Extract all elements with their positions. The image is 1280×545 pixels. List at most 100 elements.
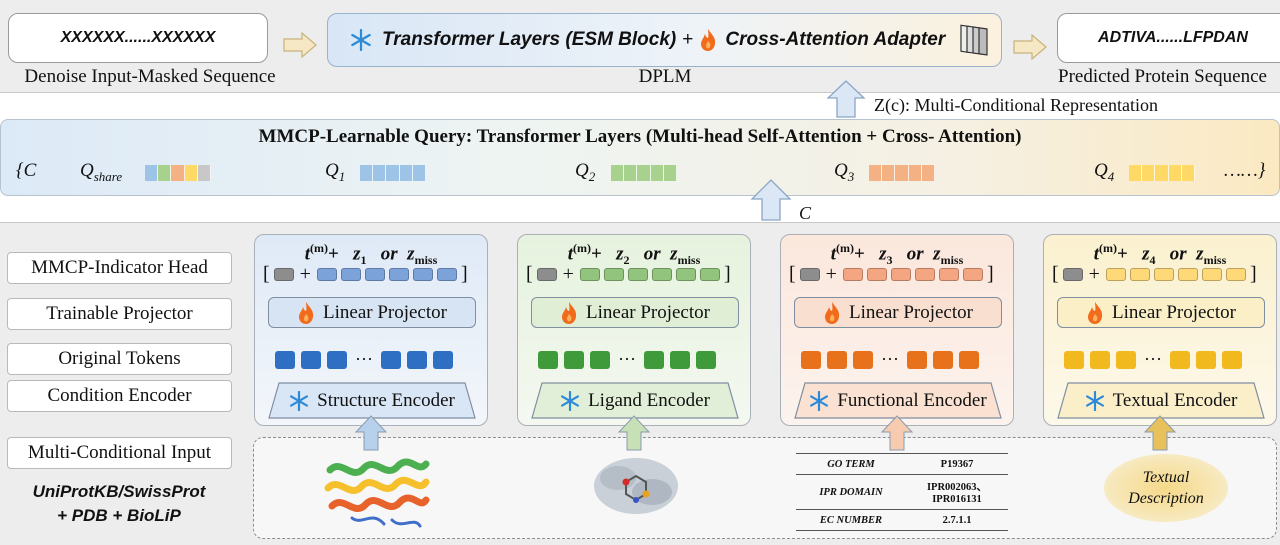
masked-sequence-caption: Denoise Input-Masked Sequence bbox=[24, 66, 276, 87]
z-miss-symbol: z bbox=[407, 243, 415, 265]
linear-projector-label: Linear Projector bbox=[586, 301, 710, 323]
right-arrow-icon bbox=[1013, 34, 1047, 60]
textual-encoder-panel: t(m)+ z4 or zmiss[+]Linear Projector···T… bbox=[1043, 234, 1277, 426]
t-symbol: t bbox=[567, 243, 574, 265]
ligand-encoder-panel: t(m)+ z2 or zmiss[+]Linear Projector···L… bbox=[517, 234, 751, 426]
condition-token bbox=[1105, 267, 1126, 281]
dplm-caption: DPLM bbox=[638, 66, 692, 87]
indicator-token-row: [+] bbox=[789, 262, 994, 285]
t-superscript: (m) bbox=[1099, 241, 1118, 255]
dplm-transformer-label: Transformer Layers (ESM Block) bbox=[382, 29, 677, 50]
protein-structure-image bbox=[324, 458, 430, 528]
up-arrow-icon bbox=[617, 415, 651, 451]
indicator-token bbox=[799, 267, 820, 281]
linear-projector-label: Linear Projector bbox=[1112, 301, 1236, 323]
query-label-4: Q4 bbox=[1094, 160, 1114, 185]
query-symbol: Q bbox=[834, 160, 848, 181]
indicator-token bbox=[1062, 267, 1083, 281]
query-subscript: 1 bbox=[338, 168, 346, 184]
condition-token bbox=[436, 267, 457, 281]
up-arrow-icon bbox=[1143, 415, 1177, 451]
query-symbol: Q bbox=[325, 160, 339, 181]
condition-token bbox=[938, 267, 959, 281]
condition-token bbox=[890, 267, 911, 281]
condition-encoder-box: Functional Encoder bbox=[794, 382, 1002, 419]
query-tokens-1 bbox=[360, 165, 427, 181]
stacked-layers-icon bbox=[960, 24, 988, 56]
original-token bbox=[827, 350, 847, 369]
plus-symbol: + bbox=[854, 243, 865, 265]
original-token bbox=[853, 350, 873, 369]
z-symbol: z bbox=[616, 243, 624, 265]
indicator-token bbox=[273, 267, 294, 281]
encoder-label: Structure Encoder bbox=[317, 389, 455, 411]
original-token bbox=[669, 350, 690, 369]
original-token bbox=[327, 350, 347, 369]
original-token bbox=[590, 350, 610, 369]
query-subscript: 2 bbox=[588, 168, 596, 184]
z-subscript: 4 bbox=[1149, 253, 1156, 268]
representation-label: Z(c): Multi-Conditional Representation bbox=[874, 95, 1158, 115]
original-token bbox=[1064, 350, 1084, 369]
structure-encoder-panel: t(m)+ z1 or zmiss[+]Linear Projector···S… bbox=[254, 234, 488, 426]
table-key: EC NUMBER bbox=[796, 509, 906, 531]
query-symbol: Q bbox=[1094, 160, 1108, 181]
query-tokens-3 bbox=[869, 165, 936, 181]
z-miss-subscript: miss bbox=[940, 253, 964, 268]
q-share-label: Qshare bbox=[80, 160, 122, 185]
encoder-label: Ligand Encoder bbox=[588, 389, 710, 411]
condition-token bbox=[962, 267, 983, 281]
indicator-token bbox=[536, 267, 557, 281]
original-token bbox=[1195, 350, 1216, 369]
ligand-structure-image bbox=[594, 458, 678, 514]
table-value: 2.7.1.1 bbox=[906, 509, 1008, 531]
indicator-head-formula: t(m)+ z2 or zmiss bbox=[518, 241, 750, 268]
up-arrow-icon bbox=[750, 179, 792, 221]
indicator-head-formula: t(m)+ z4 or zmiss bbox=[1044, 241, 1276, 268]
query-tokens-2 bbox=[611, 165, 678, 181]
snowflake-icon bbox=[810, 390, 829, 411]
or-word: or bbox=[906, 243, 924, 265]
plus-symbol: + bbox=[299, 262, 311, 285]
encoder-trapezoid bbox=[268, 382, 476, 419]
functional-encoder-panel: t(m)+ z3 or zmiss[+]Linear Projector···F… bbox=[780, 234, 1014, 426]
side-label-original-tokens: Original Tokens bbox=[7, 343, 232, 375]
z-miss-symbol: z bbox=[1196, 243, 1204, 265]
condition-token bbox=[842, 267, 863, 281]
original-token bbox=[275, 350, 295, 369]
query-label-3: Q3 bbox=[834, 160, 854, 185]
flame-icon bbox=[825, 301, 840, 324]
z-symbol: z bbox=[353, 243, 361, 265]
t-superscript: (m) bbox=[573, 241, 592, 255]
condition-encoder-box: Textual Encoder bbox=[1057, 382, 1265, 419]
flame-icon bbox=[701, 29, 716, 51]
encoder-trapezoid bbox=[794, 382, 1002, 419]
condition-c-label: C bbox=[799, 203, 812, 223]
condition-encoder-box: Ligand Encoder bbox=[531, 382, 739, 419]
t-superscript: (m) bbox=[310, 241, 329, 255]
query-label-2: Q2 bbox=[575, 160, 595, 185]
original-token bbox=[564, 350, 584, 369]
side-label-multi-conditional-input: Multi-Conditional Input bbox=[7, 437, 232, 469]
side-label-indicator-head: MMCP-Indicator Head bbox=[7, 252, 232, 284]
masked-sequence-box: XXXXXX......XXXXXX bbox=[8, 13, 268, 63]
q-share-symbol: Q bbox=[80, 160, 94, 181]
encoder-trapezoid bbox=[531, 382, 739, 419]
t-symbol: t bbox=[304, 243, 311, 265]
masked-sequence-text: XXXXXX......XXXXXX bbox=[60, 29, 216, 46]
query-tokens-4 bbox=[1129, 165, 1196, 181]
condition-encoder-box: Structure Encoder bbox=[268, 382, 476, 419]
condition-token bbox=[1201, 267, 1222, 281]
linear-projector-box: Linear Projector bbox=[1057, 297, 1265, 328]
dplm-plus: + bbox=[682, 29, 694, 50]
original-token bbox=[906, 350, 927, 369]
original-token-row: ··· bbox=[538, 349, 722, 370]
condition-token bbox=[627, 267, 648, 281]
right-arrow-icon bbox=[283, 32, 317, 58]
encoder-trapezoid bbox=[1057, 382, 1265, 419]
encoder-label: Textual Encoder bbox=[1112, 389, 1238, 411]
linear-projector-label: Linear Projector bbox=[323, 301, 447, 323]
original-token bbox=[432, 350, 453, 369]
